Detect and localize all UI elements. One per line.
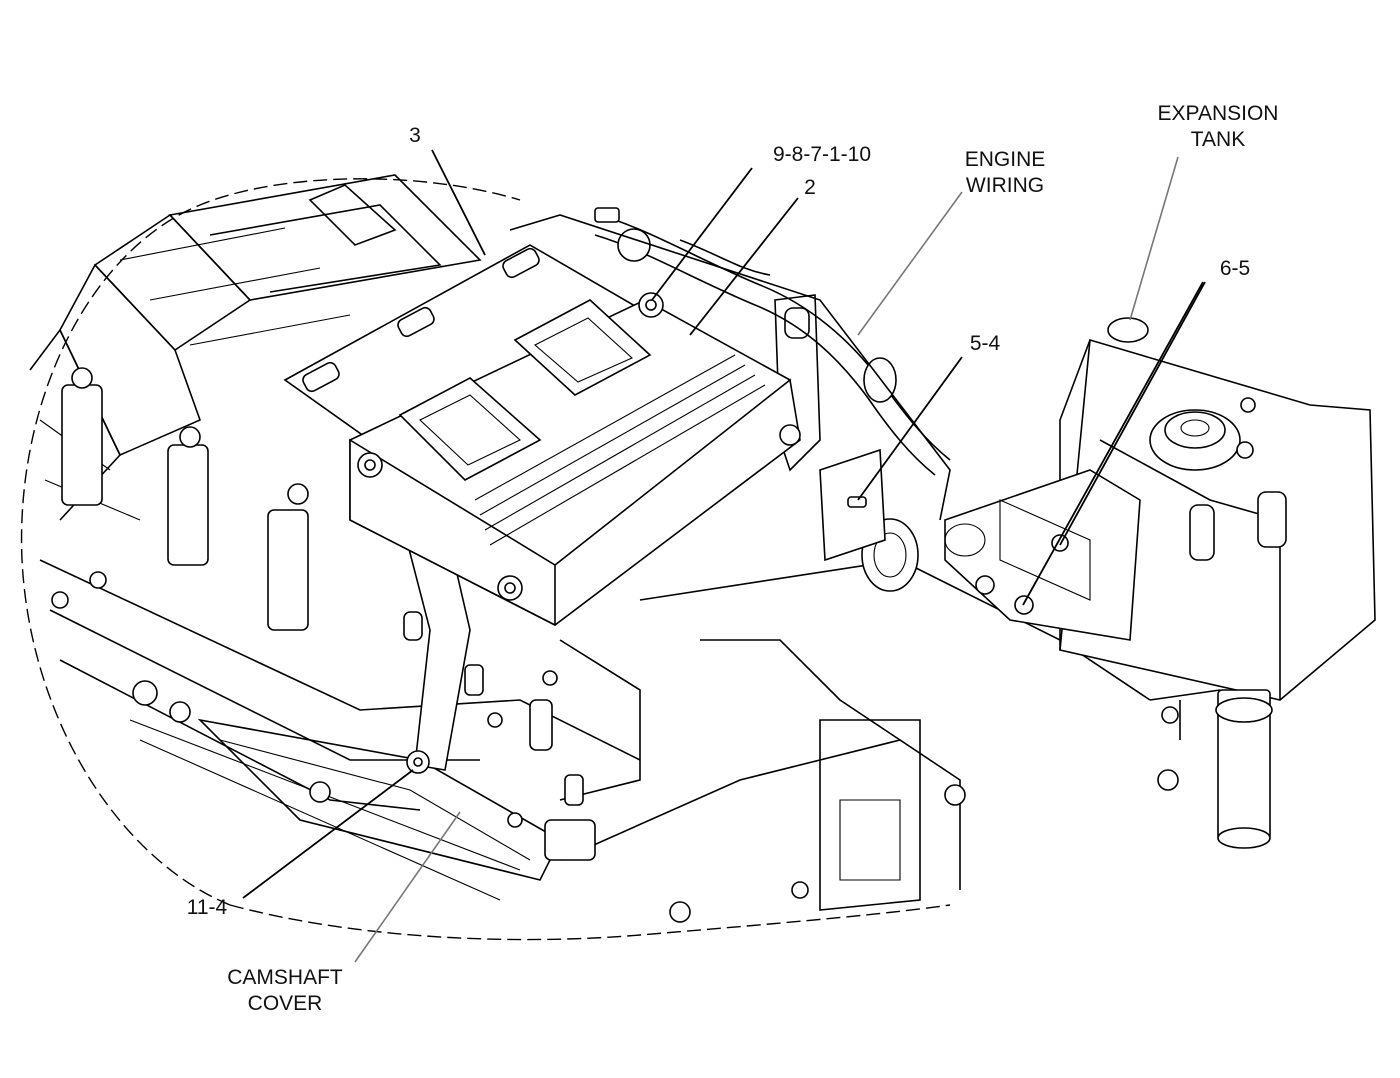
callout-6-5: 6-5: [1219, 257, 1251, 280]
camshaft-cover: [197, 718, 562, 881]
label-engine-wiring-line2: WIRING: [965, 174, 1045, 197]
coolant-pipe: [1149, 689, 1273, 849]
callout-3: 3: [409, 124, 421, 147]
label-engine-wiring-line1: ENGINE: [964, 148, 1046, 171]
detail-boundary-bottom: [229, 904, 951, 941]
tank-bracket: [944, 469, 1141, 641]
label-camshaft-cover-line1: CAMSHAFT: [227, 966, 343, 989]
label-expansion-tank-line1: EXPANSION: [1157, 102, 1279, 125]
callout-9-8-7-1-10: 9-8-7-1-10: [772, 143, 872, 166]
ecm-bolts: [357, 292, 801, 774]
label-expansion-tank-line2: TANK: [1190, 128, 1246, 151]
callout-5-4: 5-4: [969, 332, 1001, 355]
expansion-tank: [1059, 317, 1376, 701]
stud-5-4: [819, 448, 886, 562]
label-camshaft-cover-line2: COVER: [247, 992, 323, 1015]
side-bosses: [61, 367, 309, 631]
sensor-fittings: [464, 664, 596, 861]
detail-boundary: [20, 178, 521, 906]
ecm-connectors: [398, 299, 652, 481]
callout-2: 2: [804, 176, 816, 199]
callout-11-4: 11-4: [186, 896, 228, 919]
leader-lines: [242, 149, 1206, 963]
